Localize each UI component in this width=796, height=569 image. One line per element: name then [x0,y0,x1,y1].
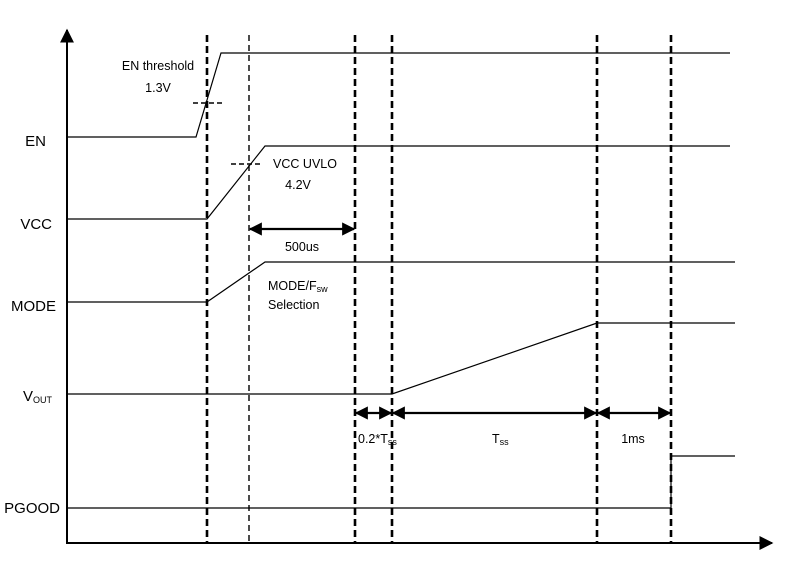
signal-label-vout: VOUT [23,388,53,405]
mode-selection-label: Selection [268,298,319,312]
mode-waveform [67,261,735,303]
delay-1ms-label: 1ms [621,432,645,446]
vcc-uvlo-value: 4.2V [285,178,311,192]
vcc-uvlo-label: VCC UVLO [273,157,337,171]
pgood-waveform [67,455,735,509]
signal-label-vcc: VCC [20,216,52,233]
mode-fsw-label: MODE/Fsw [268,279,328,294]
signal-label-pgood: PGOOD [4,500,60,517]
signal-label-mode: MODE [11,298,56,315]
delay-500us-label: 500us [285,240,319,254]
pre-ss-label: 0.2*Tss [358,432,397,447]
signal-label-en: EN [25,133,46,150]
en-threshold-label: EN threshold [122,59,194,73]
en-threshold-value: 1.3V [145,81,171,95]
tss-label: Tss [492,432,509,447]
vout-waveform [67,322,735,395]
en-waveform [67,52,730,138]
vcc-waveform [67,145,730,220]
